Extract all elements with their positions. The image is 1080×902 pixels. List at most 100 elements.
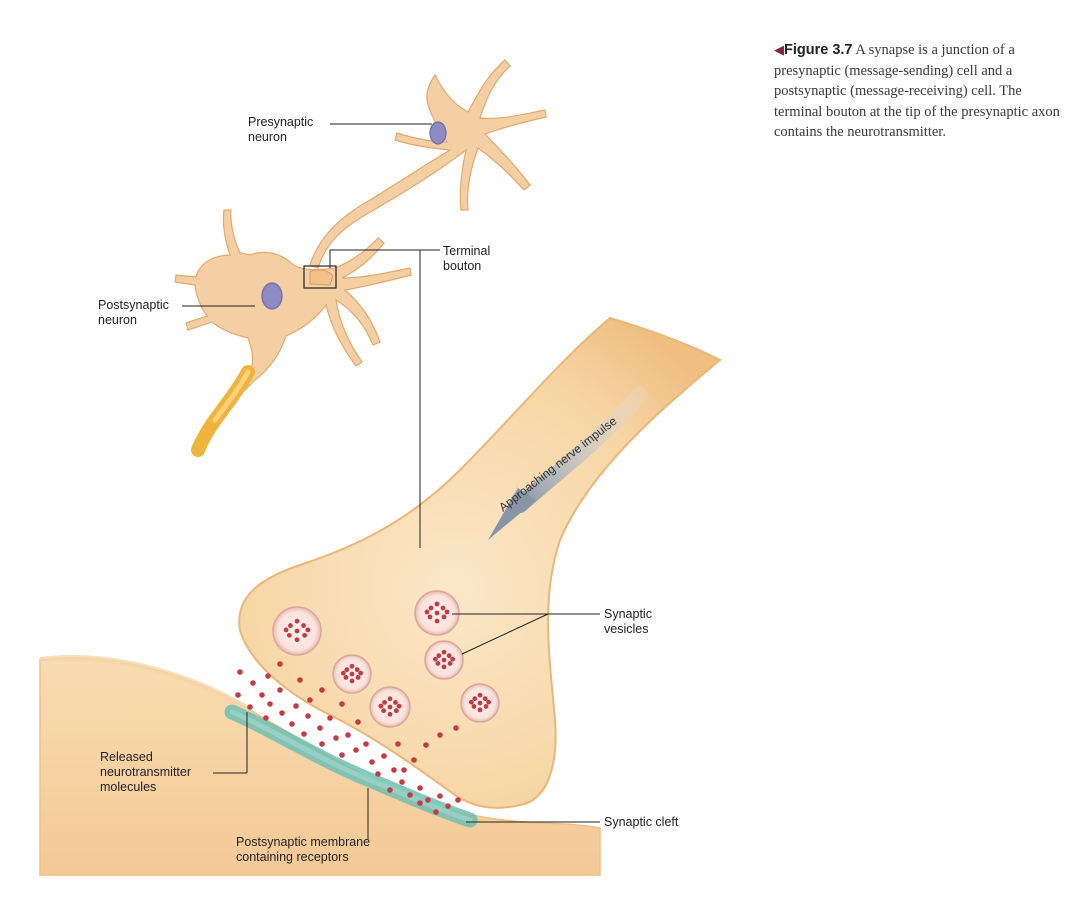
neurotransmitter-molecule xyxy=(305,713,311,719)
postsynaptic-nucleus xyxy=(261,282,283,310)
neurotransmitter-molecule xyxy=(433,809,439,815)
neurotransmitter-molecule xyxy=(307,697,313,703)
neurotransmitter-dot xyxy=(450,656,456,662)
postsynaptic-neuron-label: Postsynaptic neuron xyxy=(98,298,169,327)
neurotransmitter-molecule xyxy=(387,787,393,793)
neurotransmitter-dot xyxy=(378,703,384,709)
neurotransmitter-dot xyxy=(441,664,447,670)
presynaptic-nucleus xyxy=(429,121,447,145)
neurotransmitter-molecule xyxy=(407,792,413,798)
neurotransmitter-molecule xyxy=(437,732,443,738)
figure-caption: ◀Figure 3.7 A synapse is a junction of a… xyxy=(774,40,1064,143)
neurotransmitter-dot xyxy=(441,657,447,663)
neurotransmitter-molecule xyxy=(301,731,307,737)
neurotransmitter-dot xyxy=(468,699,474,705)
neurotransmitter-dot xyxy=(393,708,399,714)
neurotransmitter-dot xyxy=(441,614,447,620)
neurotransmitter-molecule xyxy=(375,771,381,777)
neurotransmitter-molecule xyxy=(265,673,271,679)
neurotransmitter-molecule xyxy=(277,661,283,667)
neurotransmitter-molecule xyxy=(235,692,241,698)
neurotransmitter-dot xyxy=(428,605,434,611)
terminal-bouton-label: Terminal bouton xyxy=(443,244,491,273)
leader-lines xyxy=(182,123,600,840)
neurotransmitter-dot xyxy=(477,707,483,713)
neurotransmitter-molecule xyxy=(297,677,303,683)
neurotransmitter-dot xyxy=(302,632,308,638)
neurotransmitter-dot xyxy=(355,675,361,680)
neurotransmitter-molecule xyxy=(369,759,375,765)
neurotransmitter-dot xyxy=(286,632,292,638)
neurotransmitter-dot xyxy=(436,653,442,659)
neurotransmitter-dot xyxy=(288,623,293,628)
neurotransmitter-dot xyxy=(387,711,393,717)
neurotransmitter-molecule xyxy=(237,669,243,675)
neurotransmitter-dot xyxy=(283,627,289,633)
neurotransmitter-dot xyxy=(393,700,398,705)
neurotransmitter-molecule xyxy=(277,687,283,693)
neurotransmitter-dot xyxy=(435,661,441,666)
postsynaptic-membrane-label: Postsynaptic membrane containing recepto… xyxy=(236,835,371,864)
neurotransmitter-molecule xyxy=(355,719,361,725)
neurotransmitter-dot xyxy=(432,656,438,662)
neurotransmitter-dot xyxy=(434,610,440,616)
neurotransmitter-dot xyxy=(382,700,387,705)
neurotransmitter-molecule xyxy=(391,767,397,773)
neurotransmitter-molecule xyxy=(263,715,269,721)
neurotransmitter-molecule xyxy=(445,803,451,809)
neurotransmitter-molecule xyxy=(399,779,405,785)
presynaptic-neuron xyxy=(309,59,547,269)
caption-arrow-icon: ◀ xyxy=(774,42,784,57)
neurotransmitter-molecule xyxy=(293,703,299,709)
neurotransmitter-molecule xyxy=(455,797,461,803)
synaptic-cleft-label: Synaptic cleft xyxy=(604,815,679,829)
neurotransmitter-dot xyxy=(343,675,349,680)
neurotransmitter-molecule xyxy=(267,701,273,707)
neurotransmitter-dot xyxy=(349,678,355,684)
neurotransmitter-molecule xyxy=(353,747,359,753)
synaptic-vesicles-label: Synaptic vesicles xyxy=(604,607,652,636)
neurotransmitter-molecule xyxy=(317,725,323,731)
neurotransmitter-dot xyxy=(396,703,402,709)
neurotransmitter-dot xyxy=(294,618,300,624)
neurotransmitter-dot xyxy=(427,614,433,620)
neurotransmitter-molecule xyxy=(437,793,443,799)
neurotransmitter-molecule xyxy=(259,692,265,698)
caption-text: A synapse is a junction of a presynaptic… xyxy=(774,42,1060,140)
impulse-arrow xyxy=(488,387,648,540)
neurotransmitter-molecule xyxy=(319,741,325,747)
released-molecules xyxy=(235,661,461,815)
neurotransmitter-dot xyxy=(446,653,452,659)
neurotransmitter-molecule xyxy=(423,742,429,748)
synaptic-vesicles xyxy=(272,590,500,728)
neurotransmitter-dot xyxy=(440,605,446,611)
neurotransmitter-molecule xyxy=(425,797,431,803)
neurotransmitter-dot xyxy=(301,623,306,628)
neurotransmitter-molecule xyxy=(279,710,285,716)
neurotransmitter-molecule xyxy=(363,741,369,747)
neurotransmitter-molecule xyxy=(417,800,423,806)
neurotransmitter-dot xyxy=(354,667,360,673)
neurotransmitter-molecule xyxy=(417,785,423,791)
terminal-bouton-highlight-box xyxy=(303,265,337,289)
neurotransmitter-dot xyxy=(294,637,300,643)
neurotransmitter-molecule xyxy=(247,704,253,710)
neurotransmitter-dot xyxy=(477,692,483,698)
neurotransmitter-dot xyxy=(387,704,393,710)
neurotransmitter-dot xyxy=(486,699,492,705)
neurotransmitter-molecule xyxy=(327,715,333,721)
neurotransmitter-dot xyxy=(340,670,346,676)
neurotransmitter-molecule xyxy=(345,732,351,738)
neurotransmitter-molecule xyxy=(250,680,256,686)
neurotransmitter-dot xyxy=(477,700,483,706)
neurotransmitter-dot xyxy=(294,628,300,634)
presynaptic-neuron-label: Presynaptic neuron xyxy=(248,115,314,144)
figure-number: Figure 3.7 xyxy=(784,42,853,58)
released-neurotransmitter-label: Released neurotransmitter molecules xyxy=(100,750,192,794)
neurotransmitter-dot xyxy=(434,601,440,607)
neurotransmitter-dot xyxy=(381,708,387,714)
neurotransmitter-dot xyxy=(349,671,355,677)
neurotransmitter-molecule xyxy=(289,721,295,727)
neurotransmitter-molecule xyxy=(339,701,345,707)
